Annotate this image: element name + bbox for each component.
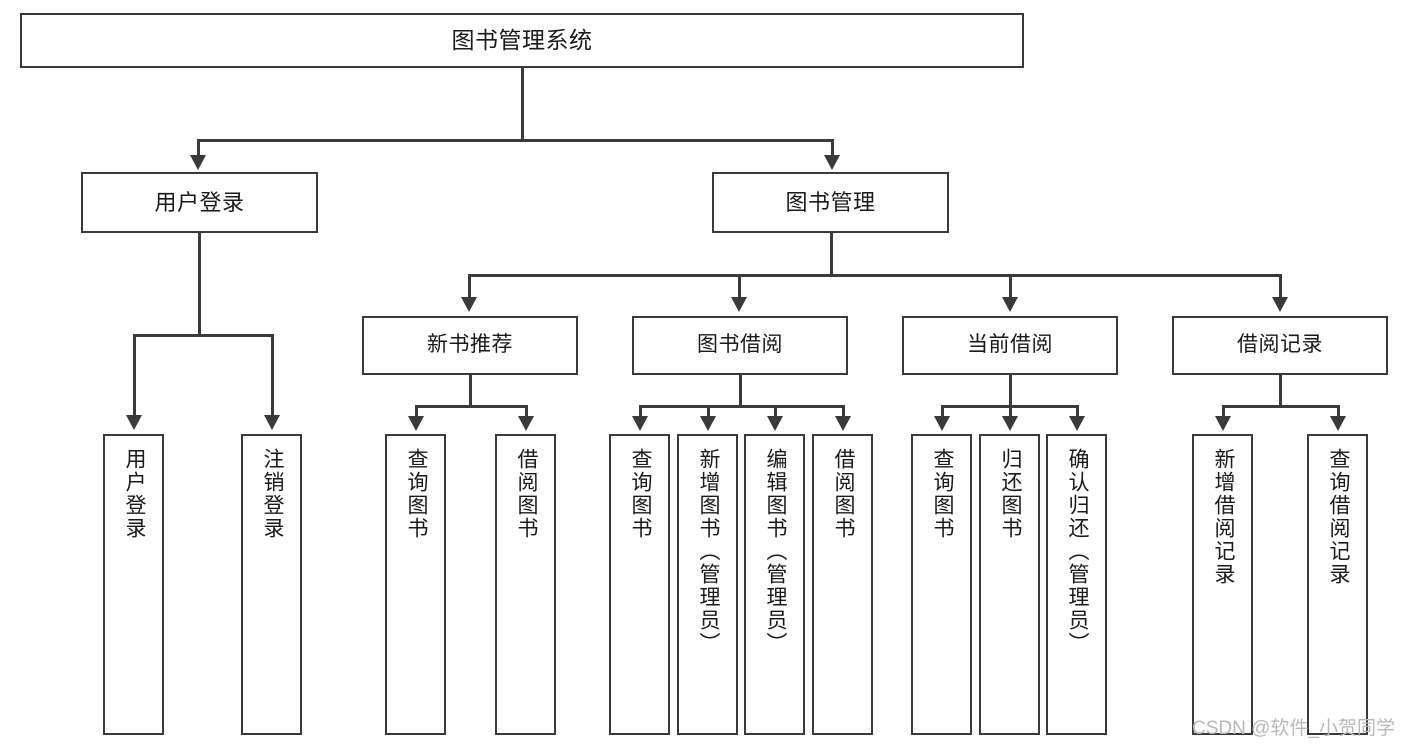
node-label: 用户登录 <box>122 448 146 540</box>
arrowhead-current-borrow-leaf-3 <box>1069 416 1085 431</box>
node-current-borrow[interactable]: 当前借阅 <box>902 316 1118 375</box>
arrowhead-book-borrow-leaf-1 <box>632 416 648 431</box>
arrowhead-borrow-record-leaf-2 <box>1330 416 1346 431</box>
edge-current-borrow-to-leaf-1 <box>941 405 944 417</box>
arrowhead-bm-current-borrow <box>1002 297 1018 312</box>
arrowhead-book-borrow-leaf-4 <box>835 416 851 431</box>
edge-bm-to-new-book <box>468 274 471 299</box>
arrowhead-bm-book-borrow <box>731 297 747 312</box>
arrowhead-root-to-book-management <box>824 155 840 170</box>
node-label: 用户登录 <box>154 189 245 215</box>
arrowhead-user-login-leaf-2 <box>264 415 280 430</box>
edge-new-book-stem <box>469 375 472 406</box>
edge-borrow-record-to-leaf-2 <box>1337 405 1340 417</box>
node-label: 当前借阅 <box>967 333 1053 357</box>
leaf-user-login-login[interactable]: 用户登录 <box>103 434 164 735</box>
leaf-new-book-borrow[interactable]: 借阅图书 <box>495 434 556 735</box>
arrowhead-book-borrow-leaf-2 <box>700 416 716 431</box>
edge-bm-to-book-borrow <box>738 274 741 299</box>
edge-book-management-bus <box>468 274 1280 277</box>
node-book-management[interactable]: 图书管理 <box>712 172 949 233</box>
arrowhead-current-borrow-leaf-1 <box>934 416 950 431</box>
node-new-book-recommend[interactable]: 新书推荐 <box>362 316 578 375</box>
node-label: 查询图书 <box>404 448 428 540</box>
edge-new-book-to-leaf-1 <box>415 405 418 417</box>
arrowhead-new-book-leaf-1 <box>408 416 424 431</box>
edge-borrow-record-bus <box>1222 405 1337 408</box>
arrowhead-root-to-user-login <box>190 155 206 170</box>
node-label: 借阅记录 <box>1237 333 1323 357</box>
edge-book-borrow-bus <box>639 405 844 408</box>
leaf-book-borrow-borrow[interactable]: 借阅图书 <box>812 434 873 735</box>
leaf-borrow-record-query[interactable]: 查询借阅记录 <box>1307 434 1368 735</box>
arrowhead-bm-new-book <box>461 297 477 312</box>
edge-book-borrow-stem <box>739 375 742 406</box>
edge-root-to-book-management <box>831 139 834 157</box>
arrowhead-bm-borrow-record <box>1272 297 1288 312</box>
edge-bm-to-borrow-record <box>1279 274 1282 299</box>
node-label: 新增图书（管理员） <box>696 448 720 655</box>
node-borrow-record[interactable]: 借阅记录 <box>1172 316 1388 375</box>
node-label: 借阅图书 <box>831 448 855 540</box>
node-label: 查询图书 <box>930 448 954 540</box>
arrowhead-current-borrow-leaf-2 <box>1002 416 1018 431</box>
edge-current-borrow-to-leaf-3 <box>1076 405 1079 417</box>
node-label: 归还图书 <box>998 448 1022 540</box>
edge-borrow-record-stem <box>1279 375 1282 406</box>
arrowhead-new-book-leaf-2 <box>518 416 534 431</box>
leaf-book-borrow-add[interactable]: 新增图书（管理员） <box>677 434 738 735</box>
edge-root-to-user-login <box>197 139 200 157</box>
node-book-borrow[interactable]: 图书借阅 <box>632 316 848 375</box>
node-label: 确认归还（管理员） <box>1065 448 1089 655</box>
edge-current-borrow-stem <box>1009 375 1012 406</box>
leaf-current-borrow-confirm-return[interactable]: 确认归还（管理员） <box>1046 434 1107 735</box>
node-user-login[interactable]: 用户登录 <box>81 172 318 233</box>
edge-new-book-to-leaf-2 <box>525 405 528 417</box>
node-label: 注销登录 <box>260 448 284 540</box>
edge-book-borrow-to-leaf-4 <box>842 405 845 417</box>
edge-new-book-bus <box>415 405 525 408</box>
edge-book-borrow-to-leaf-2 <box>707 405 710 417</box>
node-label: 图书管理 <box>785 189 876 215</box>
node-label: 图书借阅 <box>697 333 783 357</box>
edge-current-borrow-to-leaf-2 <box>1009 405 1012 417</box>
edge-borrow-record-to-leaf-1 <box>1222 405 1225 417</box>
leaf-book-borrow-edit[interactable]: 编辑图书（管理员） <box>744 434 805 735</box>
leaf-current-borrow-query[interactable]: 查询图书 <box>911 434 972 735</box>
edge-user-login-to-leaf-1 <box>133 334 136 416</box>
node-root-book-management-system[interactable]: 图书管理系统 <box>20 13 1024 68</box>
edge-root-bus <box>197 139 833 142</box>
edge-user-login-stem <box>198 233 201 335</box>
edge-user-login-bus <box>133 334 271 337</box>
node-label: 查询借阅记录 <box>1326 448 1350 586</box>
arrowhead-book-borrow-leaf-3 <box>767 416 783 431</box>
edge-book-management-stem <box>830 233 833 275</box>
node-label: 图书管理系统 <box>451 27 593 54</box>
node-label: 新书推荐 <box>427 333 513 357</box>
arrowhead-borrow-record-leaf-1 <box>1215 416 1231 431</box>
node-label: 新增借阅记录 <box>1211 448 1235 586</box>
node-label: 借阅图书 <box>514 448 538 540</box>
edge-bm-to-current-borrow <box>1009 274 1012 299</box>
arrowhead-user-login-leaf-1 <box>126 415 142 430</box>
leaf-current-borrow-return[interactable]: 归还图书 <box>979 434 1040 735</box>
edge-user-login-to-leaf-2 <box>271 334 274 416</box>
leaf-borrow-record-add[interactable]: 新增借阅记录 <box>1192 434 1253 735</box>
leaf-new-book-query[interactable]: 查询图书 <box>385 434 446 735</box>
leaf-book-borrow-query[interactable]: 查询图书 <box>609 434 670 735</box>
leaf-user-login-logout[interactable]: 注销登录 <box>241 434 302 735</box>
edge-root-stem <box>521 68 524 140</box>
node-label: 查询图书 <box>628 448 652 540</box>
edge-book-borrow-to-leaf-1 <box>639 405 642 417</box>
node-label: 编辑图书（管理员） <box>763 448 787 655</box>
edge-book-borrow-to-leaf-3 <box>774 405 777 417</box>
